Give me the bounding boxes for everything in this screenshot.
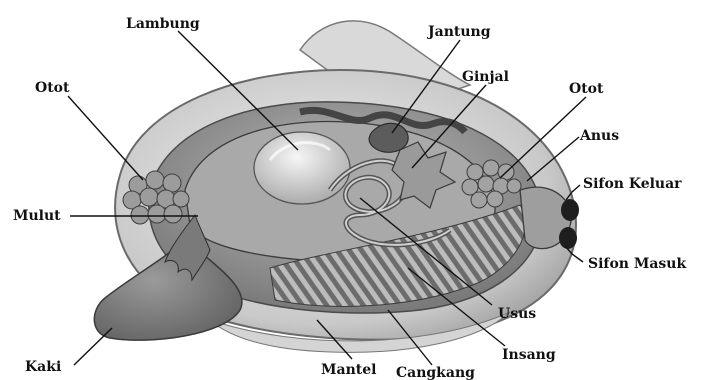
siphon-out [561, 199, 579, 221]
label-anus: Anus [579, 128, 619, 144]
siphon-in [559, 227, 577, 249]
label-mulut: Mulut [13, 208, 61, 224]
label-lambung: Lambung [126, 16, 200, 32]
label-jantung: Jantung [426, 24, 491, 40]
label-sifon-keluar: Sifon Keluar [583, 176, 682, 192]
label-ginjal: Ginjal [462, 69, 509, 85]
label-insang: Insang [502, 347, 556, 363]
label-sifon-masuk: Sifon Masuk [588, 256, 686, 272]
label-usus: Usus [498, 306, 536, 322]
label-otot-left: Otot [35, 80, 70, 96]
leader-kaki [74, 328, 112, 365]
leader-otot-left [68, 96, 143, 180]
label-mantel: Mantel [321, 362, 376, 378]
label-cangkang: Cangkang [396, 365, 475, 380]
label-kaki: Kaki [25, 359, 61, 375]
label-otot-right: Otot [569, 81, 604, 97]
